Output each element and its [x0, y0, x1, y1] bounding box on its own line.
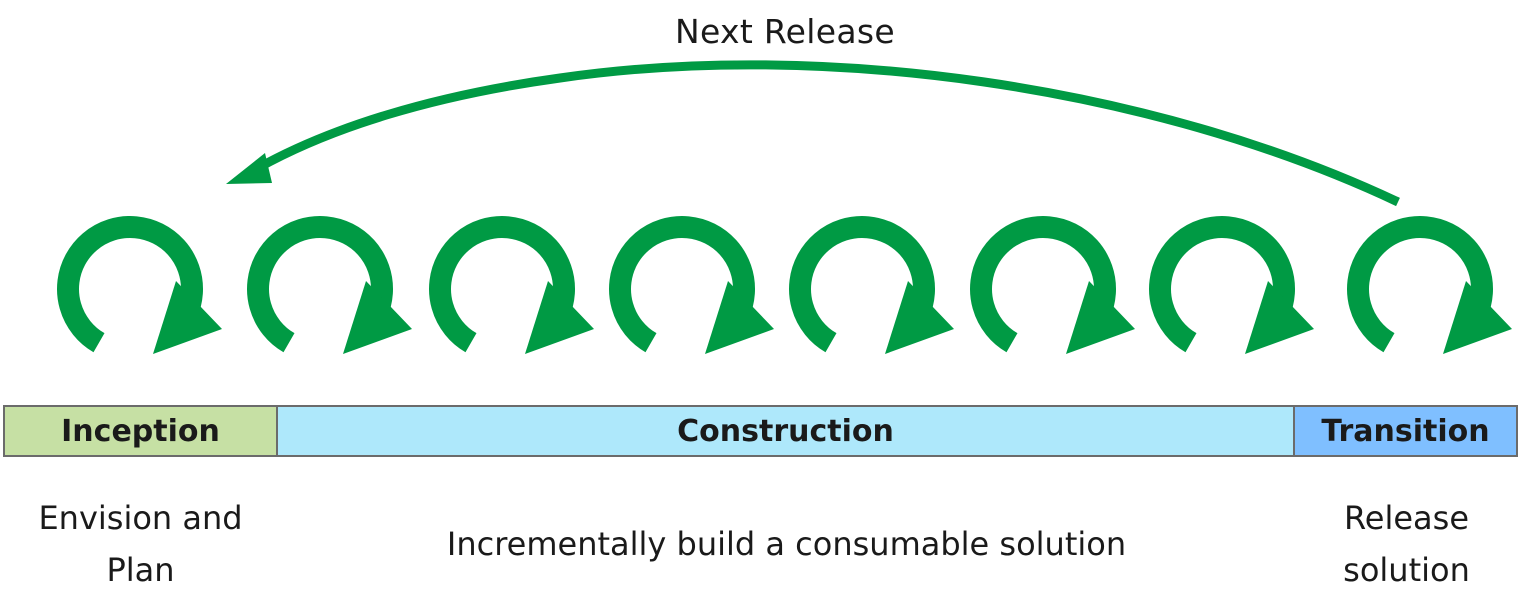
release-arrowhead [226, 153, 272, 184]
construction-description: Incrementally build a consumable solutio… [446, 525, 1127, 563]
cycle-arc [970, 216, 1116, 353]
release-arc [255, 60, 1400, 207]
iteration-cycles [57, 216, 1512, 354]
iteration-cycle [1347, 216, 1512, 354]
cycle-arrowhead [885, 281, 954, 354]
cycle-arc [429, 216, 575, 353]
cycle-arc [789, 216, 935, 353]
cycle-arc [609, 216, 755, 353]
iteration-cycle [429, 216, 594, 354]
cycle-arc [247, 216, 393, 353]
cycle-arc [1149, 216, 1295, 353]
phase-construction: Construction [278, 405, 1295, 457]
phase-transition: Transition [1295, 405, 1518, 457]
cycle-arrowhead [1443, 281, 1512, 354]
iteration-cycle [970, 216, 1135, 354]
cycle-arrowhead [1066, 281, 1135, 354]
next-release-label: Next Release [675, 12, 895, 51]
iteration-cycle [609, 216, 774, 354]
iteration-cycle [247, 216, 412, 354]
next-release-arrow [226, 60, 1400, 207]
cycle-arrowhead [153, 281, 222, 354]
cycle-arrowhead [705, 281, 774, 354]
cycle-arrowhead [525, 281, 594, 354]
transition-description: Release solution [1343, 499, 1470, 589]
cycle-arrowhead [343, 281, 412, 354]
iteration-cycle [57, 216, 222, 354]
phase-bar: Inception Construction Transition [3, 405, 1518, 457]
cycle-arrowhead [1245, 281, 1314, 354]
cycle-arc [57, 216, 203, 353]
inception-description: Envision and Plan [38, 499, 243, 589]
cycle-arc [1347, 216, 1493, 353]
iteration-cycle [1149, 216, 1314, 354]
phase-inception: Inception [3, 405, 278, 457]
iteration-cycle [789, 216, 954, 354]
